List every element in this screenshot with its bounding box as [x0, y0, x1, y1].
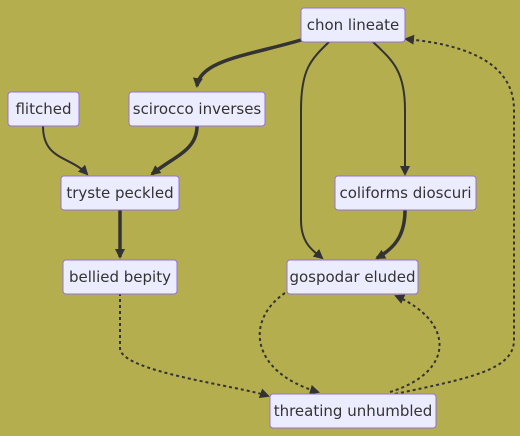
node-box — [286, 259, 419, 295]
edges-layer — [42, 34, 515, 399]
edge-threating-to-gospodar — [389, 294, 441, 393]
node-label: flitched — [15, 100, 71, 118]
node-tryste-peckled[interactable]: tryste peckled — [60, 175, 180, 211]
node-coliforms-dioscuri[interactable]: coliforms dioscuri — [334, 175, 477, 211]
node-label: chon lineate — [307, 16, 400, 34]
node-threating-unhumbled[interactable]: threating unhumbled — [269, 393, 437, 429]
node-label: scirocco inverses — [133, 100, 262, 118]
node-label: bellied bepity — [69, 268, 171, 286]
edge-chon-to-coliforms — [371, 40, 410, 176]
node-box — [60, 175, 180, 211]
edge-chon-to-scirocco — [192, 38, 302, 88]
edge-scirocco-to-tryste — [150, 125, 199, 176]
edge-flitched-to-tryste — [42, 125, 89, 176]
edge-coliforms-to-gospodar — [375, 209, 407, 260]
nodes-layer: chon lineate flitched scirocco inverses … — [7, 7, 477, 429]
node-flitched[interactable]: flitched — [7, 91, 80, 127]
edge-chon-to-gospodar — [300, 40, 331, 260]
node-box — [334, 175, 477, 211]
node-gospodar-eluded[interactable]: gospodar eluded — [286, 259, 419, 295]
node-scirocco-inverses[interactable]: scirocco inverses — [128, 91, 266, 127]
node-box — [62, 259, 178, 295]
node-box — [269, 393, 437, 429]
node-chon-lineate[interactable]: chon lineate — [300, 7, 406, 43]
node-label: coliforms dioscuri — [339, 184, 471, 202]
node-label: gospodar eluded — [289, 268, 415, 286]
node-label: threating unhumbled — [274, 402, 433, 420]
node-box — [300, 7, 406, 43]
node-box — [128, 91, 266, 127]
node-box — [7, 91, 80, 127]
node-bellied-bepity[interactable]: bellied bepity — [62, 259, 178, 295]
edge-bellied-to-threating — [119, 293, 270, 399]
node-label: tryste peckled — [66, 184, 173, 202]
edge-threating-to-chon — [394, 34, 515, 395]
edge-gospodar-to-threating — [258, 292, 320, 395]
